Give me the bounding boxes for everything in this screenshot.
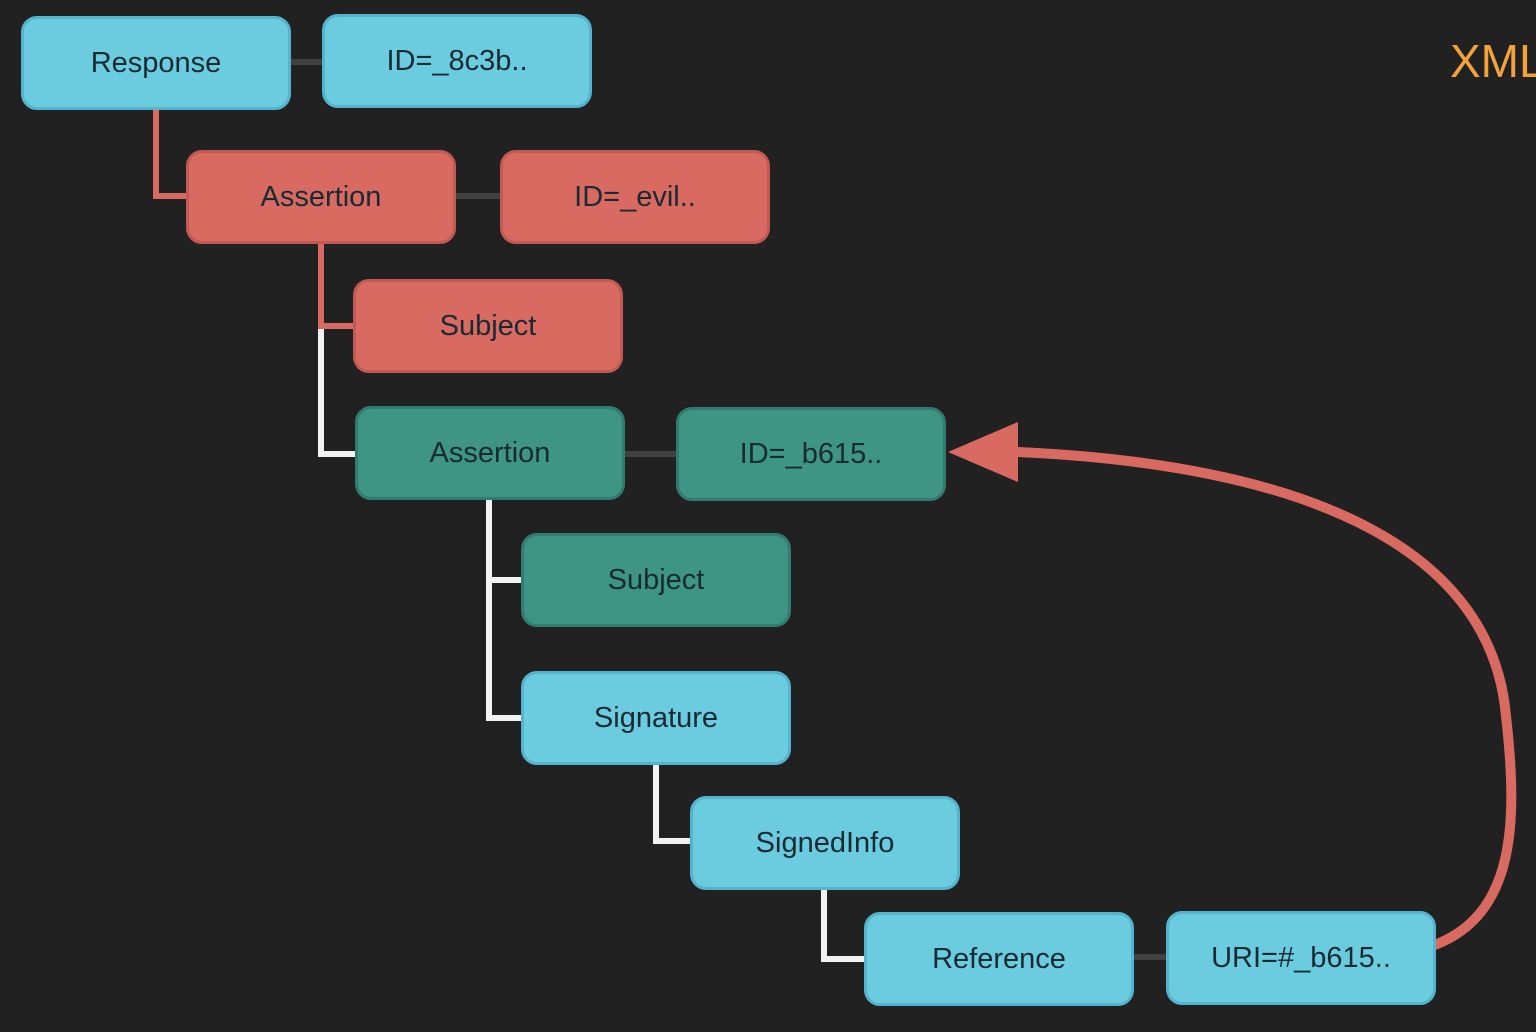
node-reference-label: Reference [932, 942, 1066, 975]
connector-assertion2-subject-horizontal [486, 577, 523, 583]
node-assertion-evil-id-label: ID=_evil.. [574, 180, 696, 213]
connector-response-assertion-vertical [153, 110, 159, 199]
connector-assertion-subject-horizontal [318, 323, 355, 329]
node-assertion-evil-label: Assertion [260, 180, 382, 213]
connector-assertion-b615-id [621, 451, 678, 457]
connector-assertion2-signature-vertical [486, 583, 492, 721]
node-reference: Reference [864, 912, 1134, 1006]
node-response-id: ID=_8c3b.. [322, 14, 592, 108]
node-assertion-original: Assertion [355, 406, 625, 500]
connector-assertion2-signature-horizontal [486, 715, 523, 721]
connector-assertion-assertion-horizontal [318, 451, 357, 457]
connector-response-id [289, 59, 324, 65]
node-response-label: Response [90, 46, 222, 79]
node-subject-evil-label: Subject [439, 309, 537, 342]
node-assertion-evil-id: ID=_evil.. [500, 150, 770, 244]
watermark-text: XML [1450, 35, 1536, 87]
arrowhead-icon [948, 422, 1018, 482]
connector-reference-uri [1132, 954, 1168, 960]
node-subject-original-label: Subject [607, 563, 705, 596]
connector-signature-signedinfo-horizontal [653, 838, 692, 844]
node-assertion-original-id: ID=_b615.. [676, 407, 946, 501]
connector-signedinfo-reference-horizontal [821, 956, 866, 962]
node-signature-label: Signature [593, 701, 719, 734]
connector-assertion-assertion-vertical [318, 329, 324, 457]
connector-signature-signedinfo-vertical [653, 765, 659, 844]
node-reference-uri: URI=#_b615.. [1166, 911, 1436, 1005]
node-assertion-original-label: Assertion [429, 436, 551, 469]
connector-response-assertion-horizontal [153, 193, 188, 199]
node-assertion-original-id-label: ID=_b615.. [739, 437, 883, 470]
node-assertion-evil: Assertion [186, 150, 456, 244]
node-subject-original: Subject [521, 533, 791, 627]
node-response-id-label: ID=_8c3b.. [386, 44, 528, 77]
connector-assertion2-subject-vertical [486, 500, 492, 583]
node-signature: Signature [521, 671, 791, 765]
connector-assertion-subject-vertical [318, 242, 324, 329]
node-subject-evil: Subject [353, 279, 623, 373]
node-reference-uri-label: URI=#_b615.. [1211, 941, 1391, 974]
node-signedinfo-label: SignedInfo [755, 826, 895, 859]
node-signedinfo: SignedInfo [690, 796, 960, 890]
node-response: Response [21, 16, 291, 110]
connector-assertion-evil-id [454, 193, 502, 199]
connector-signedinfo-reference-vertical [821, 887, 827, 962]
